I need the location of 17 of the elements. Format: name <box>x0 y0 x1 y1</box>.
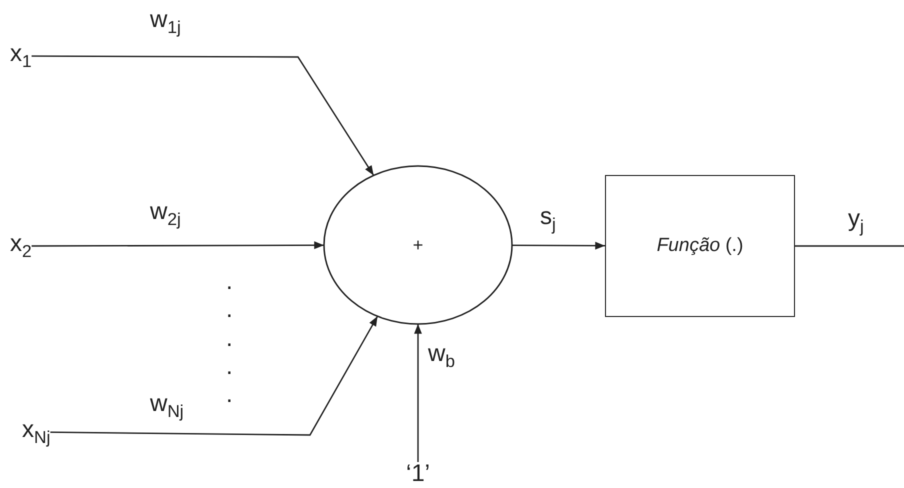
ellipsis-dot: . <box>226 270 233 294</box>
input-label: x$_{Nj}$ <box>22 418 50 446</box>
arrow <box>32 241 324 250</box>
ellipsis-dot: . <box>226 355 233 379</box>
function-box: Função (.) <box>605 175 795 317</box>
ellipsis-dot: . <box>226 327 233 351</box>
arrow <box>414 324 422 462</box>
arrow <box>50 316 378 436</box>
input-label: x$_{2}$ <box>10 232 32 260</box>
summation-circle: + <box>323 165 513 325</box>
arrow <box>32 55 374 176</box>
ellipsis-dot: . <box>226 383 233 407</box>
ellipsis-dot: . <box>226 298 233 322</box>
input-label: x$_{1}$ <box>10 42 32 70</box>
bias-input-label: ‘1’ <box>406 462 430 486</box>
line <box>795 245 904 247</box>
arrow <box>512 242 605 250</box>
